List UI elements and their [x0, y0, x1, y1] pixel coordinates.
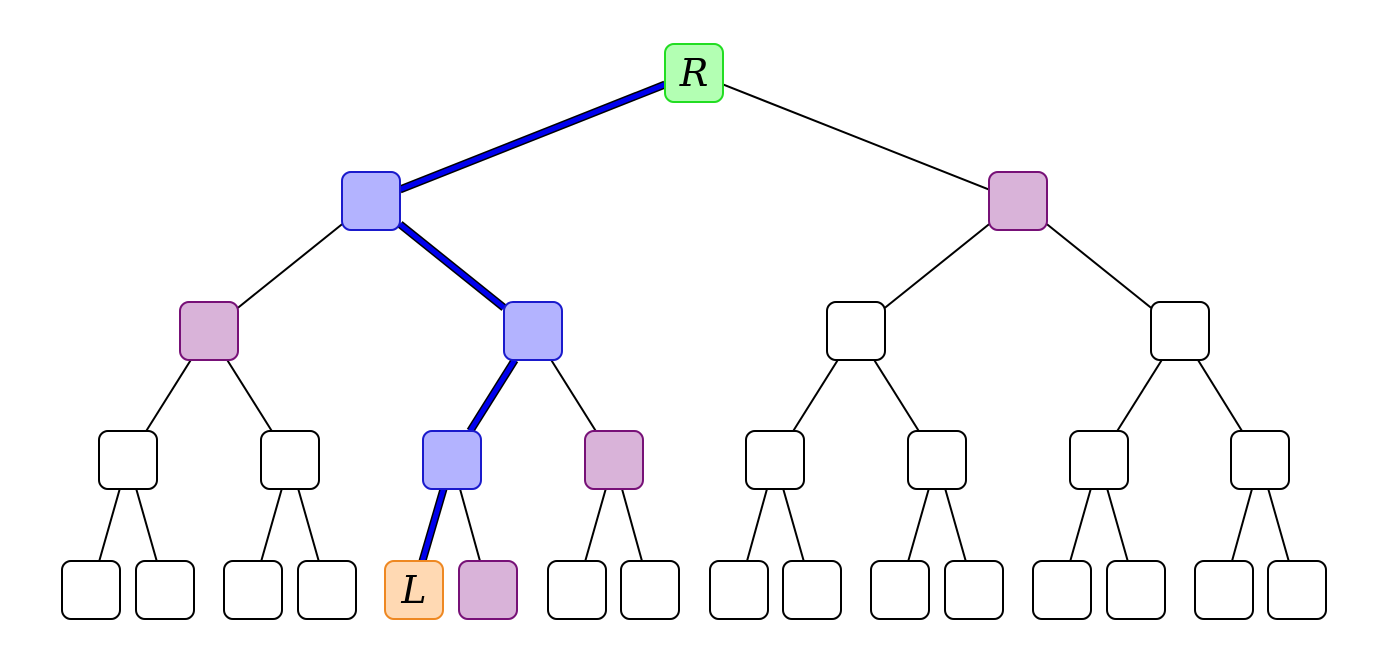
plain-node — [907, 430, 967, 490]
tree-edge — [145, 359, 192, 432]
path-edge — [468, 358, 517, 433]
plain-node — [297, 560, 357, 620]
node-box — [745, 430, 805, 490]
plain-node — [620, 560, 680, 620]
plain-node — [870, 560, 930, 620]
path-edge — [420, 488, 446, 562]
plain-node — [745, 430, 805, 490]
tree-edge — [722, 83, 990, 191]
plain-node — [1069, 430, 1129, 490]
plain-node — [826, 301, 886, 361]
node-box — [98, 430, 158, 490]
tree-edge — [459, 488, 481, 562]
node-box — [223, 560, 283, 620]
node-box — [907, 430, 967, 490]
tree-edge — [1106, 488, 1129, 562]
path-edge — [398, 222, 506, 310]
tree-edge — [782, 488, 805, 562]
tree-edge — [746, 488, 768, 562]
node-box — [61, 560, 121, 620]
node-box — [135, 560, 195, 620]
tree-edge — [944, 488, 967, 562]
tree-edge — [584, 488, 607, 562]
node-box — [1267, 560, 1327, 620]
node-box — [297, 560, 357, 620]
plain-node — [61, 560, 121, 620]
plain-node — [135, 560, 195, 620]
tree-edge — [135, 488, 158, 562]
plain-node — [1106, 560, 1166, 620]
leaf-label: L — [400, 568, 426, 612]
tree-edge — [884, 223, 990, 309]
tree-edge — [1069, 488, 1092, 562]
tree-edge — [792, 359, 839, 432]
node-box — [1106, 560, 1166, 620]
plain-node — [944, 560, 1004, 620]
node-box — [1032, 560, 1092, 620]
root-label: R — [679, 51, 709, 95]
sibling-node — [458, 560, 518, 620]
node-box — [1230, 430, 1290, 490]
tree-edge — [873, 359, 920, 432]
node-box — [944, 560, 1004, 620]
node-box — [458, 560, 518, 620]
tree-edge — [1231, 488, 1253, 562]
sibling-node — [584, 430, 644, 490]
plain-node — [782, 560, 842, 620]
tree-edge — [1116, 359, 1163, 432]
node-box — [422, 430, 482, 490]
node-box — [988, 171, 1048, 231]
path-edge — [399, 82, 666, 192]
tree-edge — [1267, 488, 1290, 562]
path-node — [422, 430, 482, 490]
tree-edge — [1046, 223, 1152, 309]
root-node: R — [664, 43, 724, 103]
node-box — [1150, 301, 1210, 361]
plain-node — [709, 560, 769, 620]
node-box — [503, 301, 563, 361]
path-node — [503, 301, 563, 361]
plain-node — [223, 560, 283, 620]
tree-edge — [907, 488, 930, 562]
tree-edge — [98, 488, 121, 562]
node-box — [260, 430, 320, 490]
node-box — [384, 560, 444, 620]
plain-node — [1150, 301, 1210, 361]
tree-edge — [260, 488, 283, 562]
node-box — [547, 560, 607, 620]
plain-node — [98, 430, 158, 490]
leaf-node: L — [384, 560, 444, 620]
node-box — [584, 430, 644, 490]
sibling-node — [179, 301, 239, 361]
node-box — [826, 301, 886, 361]
node-box — [870, 560, 930, 620]
tree-nodes: RL — [61, 43, 1327, 620]
plain-node — [1032, 560, 1092, 620]
tree-edge — [550, 359, 597, 432]
plain-node — [1267, 560, 1327, 620]
tree-edge — [621, 488, 643, 562]
plain-node — [547, 560, 607, 620]
tree-edge — [1197, 359, 1243, 432]
plain-node — [1194, 560, 1254, 620]
sibling-node — [988, 171, 1048, 231]
node-box — [782, 560, 842, 620]
node-box — [620, 560, 680, 620]
plain-node — [260, 430, 320, 490]
node-box — [1194, 560, 1254, 620]
node-box — [341, 171, 401, 231]
node-box — [709, 560, 769, 620]
node-box — [1069, 430, 1129, 490]
tree-edge — [226, 359, 273, 432]
node-box — [179, 301, 239, 361]
node-box — [664, 43, 724, 103]
tree-edge — [297, 488, 320, 562]
tree-edge — [237, 223, 343, 309]
path-node — [341, 171, 401, 231]
plain-node — [1230, 430, 1290, 490]
tree-edges — [98, 80, 1290, 563]
